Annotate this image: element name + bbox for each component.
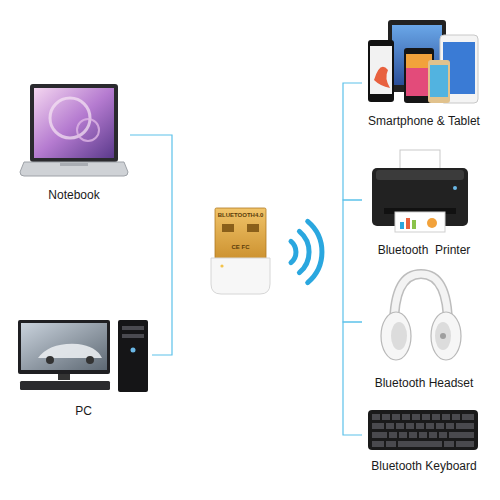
notebook-picture <box>20 84 128 176</box>
keyboard-picture <box>368 410 478 450</box>
pc-picture <box>18 320 148 392</box>
device-label: Bluetooth Keyboard <box>371 459 476 473</box>
bluetooth-dongle-picture <box>211 208 270 294</box>
device-label: Smartphone & Tablet <box>368 114 480 128</box>
smartphone-tablet-picture <box>368 20 478 103</box>
device-node: PC <box>15 318 152 418</box>
device-label: Bluetooth Headset <box>375 376 474 390</box>
device-label: Notebook <box>48 188 99 202</box>
device-node: Bluetooth Keyboard <box>362 405 486 473</box>
dongle-print: CE FC <box>232 244 250 251</box>
connector-line <box>343 83 362 200</box>
headset-picture <box>381 274 461 360</box>
connector-line <box>130 135 172 355</box>
connector-line <box>343 322 362 435</box>
printer-picture <box>372 150 468 232</box>
device-node: Notebook <box>18 80 130 202</box>
device-node: Bluetooth Headset <box>362 265 486 390</box>
device-node: Bluetooth Printer <box>362 145 486 257</box>
device-node: Smartphone & Tablet <box>362 18 486 128</box>
dongle-print: BLUETOOTH4.0 <box>218 212 264 219</box>
connector-line <box>343 200 362 322</box>
wireless-waves <box>291 221 322 282</box>
device-label: PC <box>75 404 92 418</box>
device-label: Bluetooth Printer <box>378 243 471 257</box>
